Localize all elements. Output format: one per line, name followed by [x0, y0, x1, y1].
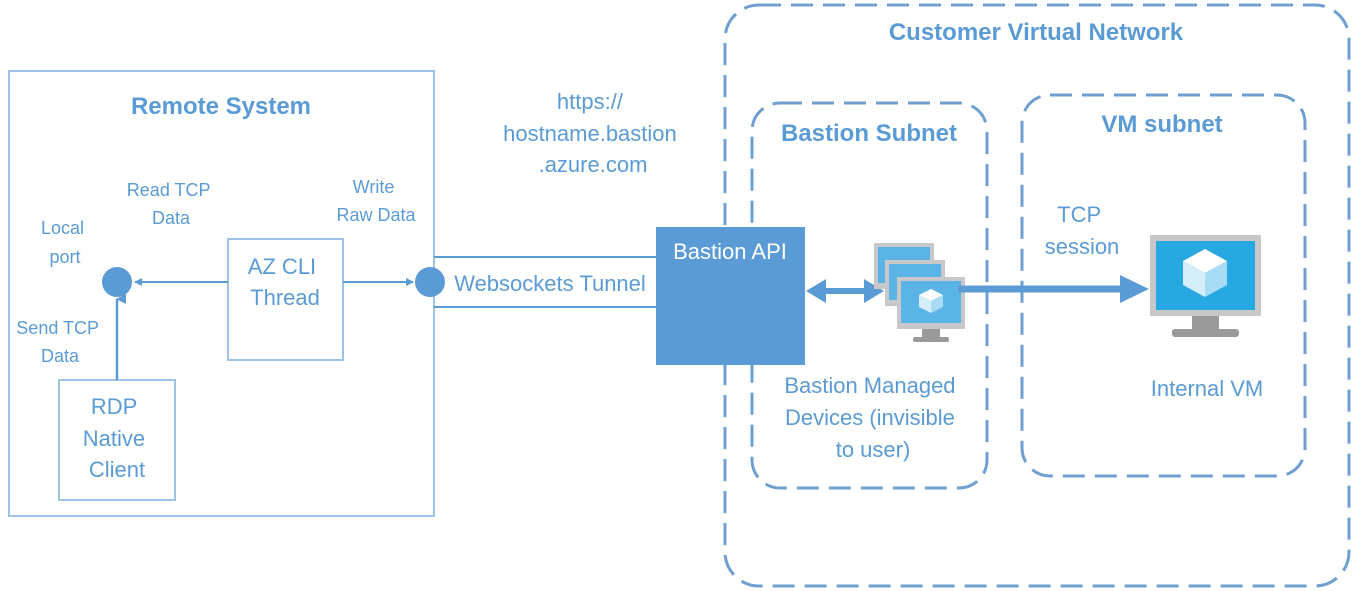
read-tcp-label: Read TCP Data	[127, 180, 215, 228]
local-port-node	[102, 267, 132, 297]
az-cli-box	[227, 238, 344, 361]
vm-monitor-icon	[1150, 235, 1261, 337]
internal-vm-label: Internal VM	[1151, 376, 1264, 401]
send-tcp-label: Send TCP Data	[16, 318, 103, 366]
tcp-session-label: TCP session	[1045, 202, 1120, 259]
bastion-api-box	[656, 227, 805, 365]
tunnel-label: Websockets Tunnel	[454, 271, 646, 296]
write-raw-label: Write Raw Data	[336, 177, 416, 225]
tcp-session-arrow	[958, 275, 1149, 303]
customer-network-title: Customer Virtual Network	[889, 19, 1184, 46]
tunnel-node	[415, 267, 445, 297]
local-port-label: Local port	[41, 218, 89, 267]
api-device-double-arrow	[806, 279, 884, 303]
bastion-api-label: Bastion API	[673, 239, 787, 264]
vm-stack-icon	[874, 243, 965, 342]
az-cli-label: AZ CLI Thread	[248, 254, 323, 310]
remote-system-title: Remote System	[131, 93, 311, 120]
bastion-url: https:// hostname.bastion .azure.com	[503, 89, 683, 177]
vm-subnet-title: VM subnet	[1101, 111, 1222, 138]
devices-label: Bastion Managed Devices (invisible to us…	[784, 373, 961, 462]
bastion-subnet-title: Bastion Subnet	[781, 120, 957, 147]
rdp-client-label: RDP Native Client	[83, 394, 151, 482]
customer-network-box	[723, 3, 1351, 588]
bastion-subnet-box	[750, 101, 989, 490]
